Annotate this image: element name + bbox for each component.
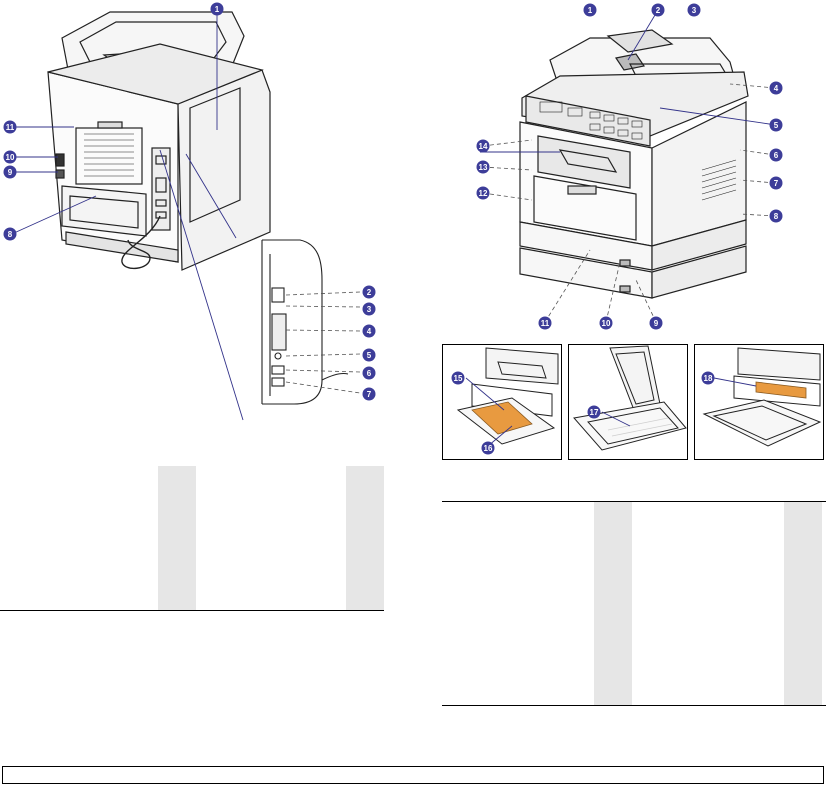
callout-label: 2 bbox=[656, 6, 661, 15]
callout-label: 4 bbox=[367, 327, 372, 336]
callout-label: 1 bbox=[588, 6, 593, 15]
callout-label: 11 bbox=[6, 123, 15, 132]
callout-label: 9 bbox=[8, 168, 13, 177]
table-right-top-rule bbox=[442, 501, 826, 502]
inset-toner-access: 18 bbox=[694, 344, 824, 460]
callout-label: 6 bbox=[774, 151, 779, 160]
callout-label: 5 bbox=[774, 121, 779, 130]
rear-callout: 1 bbox=[210, 2, 224, 16]
table-left-bottom-rule bbox=[0, 610, 384, 611]
rear-callout: 6 bbox=[362, 366, 376, 380]
callout-label: 15 bbox=[454, 374, 463, 383]
inset-callout: 15 bbox=[451, 371, 465, 385]
front-callout: 3 bbox=[687, 3, 701, 17]
rear-callout: 3 bbox=[362, 302, 376, 316]
page-footer-bar bbox=[2, 766, 824, 784]
callout-label: 6 bbox=[367, 369, 372, 378]
rear-callout: 7 bbox=[362, 387, 376, 401]
rear-callout: 8 bbox=[3, 227, 17, 241]
callout-label: 14 bbox=[479, 142, 488, 151]
inset-callout: 16 bbox=[481, 441, 495, 455]
front-callout: 11 bbox=[538, 316, 552, 330]
rear-callout: 11 bbox=[3, 120, 17, 134]
table-right-gray-column-2 bbox=[784, 502, 822, 705]
rear-callout: 4 bbox=[362, 324, 376, 338]
table-left-gray-column-1 bbox=[158, 466, 196, 610]
callout-label: 12 bbox=[479, 189, 488, 198]
callout-label: 7 bbox=[367, 390, 372, 399]
front-callout: 9 bbox=[649, 316, 663, 330]
front-view-figure: 1 2 3 4 5 6 7 8 9 10 11 12 bbox=[476, 3, 783, 330]
callout-label: 18 bbox=[704, 374, 713, 383]
callout-label: 3 bbox=[367, 305, 372, 314]
rear-callout: 9 bbox=[3, 165, 17, 179]
front-callout: 7 bbox=[769, 176, 783, 190]
front-callout: 14 bbox=[476, 139, 490, 153]
front-callout: 8 bbox=[769, 209, 783, 223]
callout-label: 1 bbox=[215, 5, 220, 14]
front-callout: 13 bbox=[476, 160, 490, 174]
inset-callout: 18 bbox=[701, 371, 715, 385]
rear-callout: 2 bbox=[362, 285, 376, 299]
callout-label: 10 bbox=[602, 319, 611, 328]
table-left-gray-column-2 bbox=[346, 466, 384, 610]
rear-callout: 5 bbox=[362, 348, 376, 362]
callout-label: 10 bbox=[6, 153, 15, 162]
front-callout: 6 bbox=[769, 148, 783, 162]
callout-label: 8 bbox=[8, 230, 13, 239]
inset-manual-tray: 15 16 bbox=[442, 344, 562, 460]
callout-label: 2 bbox=[367, 288, 372, 297]
rear-callout: 10 bbox=[3, 150, 17, 164]
table-right-bottom-rule bbox=[442, 705, 826, 706]
callout-label: 16 bbox=[484, 444, 493, 453]
front-callout: 4 bbox=[769, 81, 783, 95]
callout-label: 7 bbox=[774, 179, 779, 188]
table-right-gray-column-1 bbox=[594, 502, 632, 705]
callout-label: 17 bbox=[590, 408, 599, 417]
callout-label: 9 bbox=[654, 319, 659, 328]
inset-scanner-glass: 17 bbox=[568, 344, 688, 460]
callout-label: 3 bbox=[692, 6, 697, 15]
front-callout: 5 bbox=[769, 118, 783, 132]
callout-label: 5 bbox=[367, 351, 372, 360]
inset-callout: 17 bbox=[587, 405, 601, 419]
callout-label: 8 bbox=[774, 212, 779, 221]
callout-label: 11 bbox=[541, 319, 550, 328]
callout-label: 13 bbox=[479, 163, 488, 172]
front-callout: 2 bbox=[651, 3, 665, 17]
front-callout: 10 bbox=[599, 316, 613, 330]
rear-view-figure: 1 2 3 4 5 6 7 8 9 10 11 bbox=[3, 2, 376, 421]
callout-label: 4 bbox=[774, 84, 779, 93]
front-callout: 1 bbox=[583, 3, 597, 17]
front-callout: 12 bbox=[476, 186, 490, 200]
